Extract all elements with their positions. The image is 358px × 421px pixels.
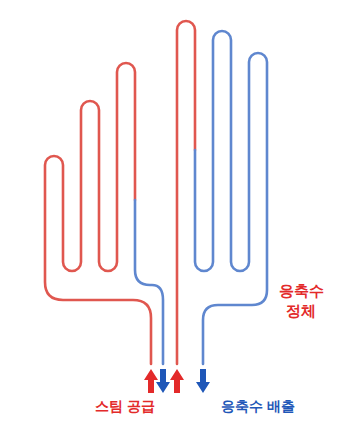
condensate-out-arrow [156,369,170,393]
steam-in-arrow [170,369,184,393]
steam-pipe [177,21,195,364]
flow-label: 스팀 공급 [70,398,180,416]
steam-in-arrow [144,369,158,393]
condensate-pipe [195,31,267,364]
tank-circle-shape [10,8,348,350]
flow-label: 응축수 배출 [193,398,323,416]
condensate-pipe [135,200,163,364]
condensate-out-arrow [196,369,210,393]
note-label: 응축수 정체 [270,282,332,321]
tank-circle: 응축수 정체 [8,6,350,352]
tank-outline [8,6,350,352]
flow-arrows [144,369,210,393]
